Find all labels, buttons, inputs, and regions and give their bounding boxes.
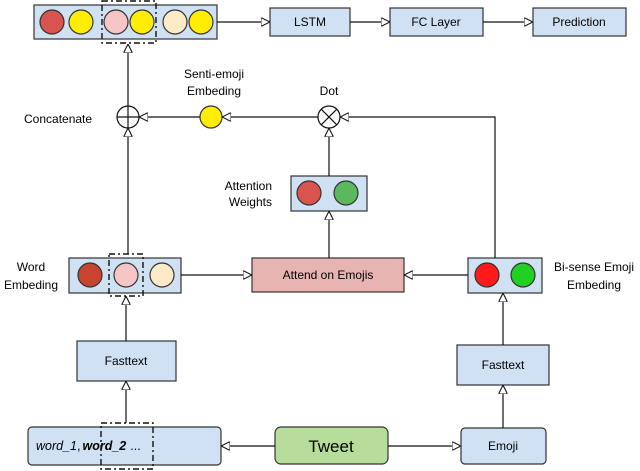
dot-label: Dot	[320, 84, 339, 98]
emoji-node: Emoji	[460, 427, 547, 465]
word-circle-1	[77, 262, 103, 288]
output-circle-6	[188, 9, 214, 35]
tweet-label: Tweet	[308, 437, 354, 456]
comma-token: ,	[77, 439, 80, 453]
word-2-token: word_2	[82, 439, 126, 453]
output-circle-1	[39, 9, 65, 35]
attention-weights-label-line2: Weights	[229, 195, 272, 209]
word-sequence-node: word_1,word_2...	[27, 422, 222, 470]
fc-layer-node: FC Layer	[389, 7, 484, 37]
attention-weights-box	[290, 175, 368, 212]
word-highlight-dashed-box	[108, 253, 144, 297]
lstm-node: LSTM	[269, 7, 351, 37]
attend-on-emojis-label: Attend on Emojis	[283, 268, 374, 282]
emoji-label: Emoji	[488, 439, 518, 453]
word-embedding-box	[68, 253, 182, 297]
word-circle-2	[113, 262, 139, 288]
senti-emoji-circle	[199, 105, 223, 129]
bisense-label-line1: Bi-sense Emoji	[554, 260, 634, 274]
word-2-highlight-dashed-box	[100, 422, 154, 470]
word-sequence-text: word_1,word_2...	[36, 439, 141, 453]
prediction-label: Prediction	[552, 15, 605, 29]
concatenate-label: Concatenate	[24, 112, 92, 126]
fc-layer-label: FC Layer	[411, 15, 460, 29]
circle-plus-icon	[116, 105, 140, 129]
fasttext-left-node: Fasttext	[76, 340, 177, 382]
bisense-emoji-embedding-box	[467, 257, 543, 294]
bisense-circle-green	[510, 262, 536, 288]
fasttext-right-node: Fasttext	[456, 344, 550, 386]
word-embedding-label-line2: Embeding	[4, 278, 58, 292]
word-1-token: word_1	[36, 439, 77, 453]
output-embedding-box	[33, 0, 218, 44]
attend-on-emojis-node: Attend on Emojis	[251, 257, 405, 293]
attention-circle-red	[296, 180, 322, 206]
attention-circle-green	[333, 180, 359, 206]
word-embedding-label-line1: Word	[17, 260, 45, 274]
output-circle-3	[103, 9, 129, 35]
output-circle-4	[129, 9, 155, 35]
output-highlight-dashed-box	[101, 0, 157, 44]
fasttext-right-label: Fasttext	[482, 358, 525, 372]
bisense-circle-red	[474, 262, 500, 288]
senti-emoji-label-line1: Senti-emoji	[184, 67, 244, 81]
arrow-bisense-to-dot	[341, 117, 496, 258]
fasttext-left-label: Fasttext	[105, 354, 148, 368]
attention-weights-label-line1: Attention	[225, 179, 272, 193]
lstm-label: LSTM	[294, 15, 326, 29]
output-circle-2	[68, 9, 94, 35]
ellipsis-token: ...	[130, 439, 140, 453]
word-circle-3	[149, 262, 175, 288]
prediction-node: Prediction	[532, 7, 627, 37]
circle-times-icon	[317, 105, 341, 129]
senti-emoji-label-line2: Embeding	[187, 84, 241, 98]
output-circle-5	[162, 9, 188, 35]
tweet-node: Tweet	[274, 426, 389, 465]
bisense-label-line2: Embeding	[567, 278, 621, 292]
